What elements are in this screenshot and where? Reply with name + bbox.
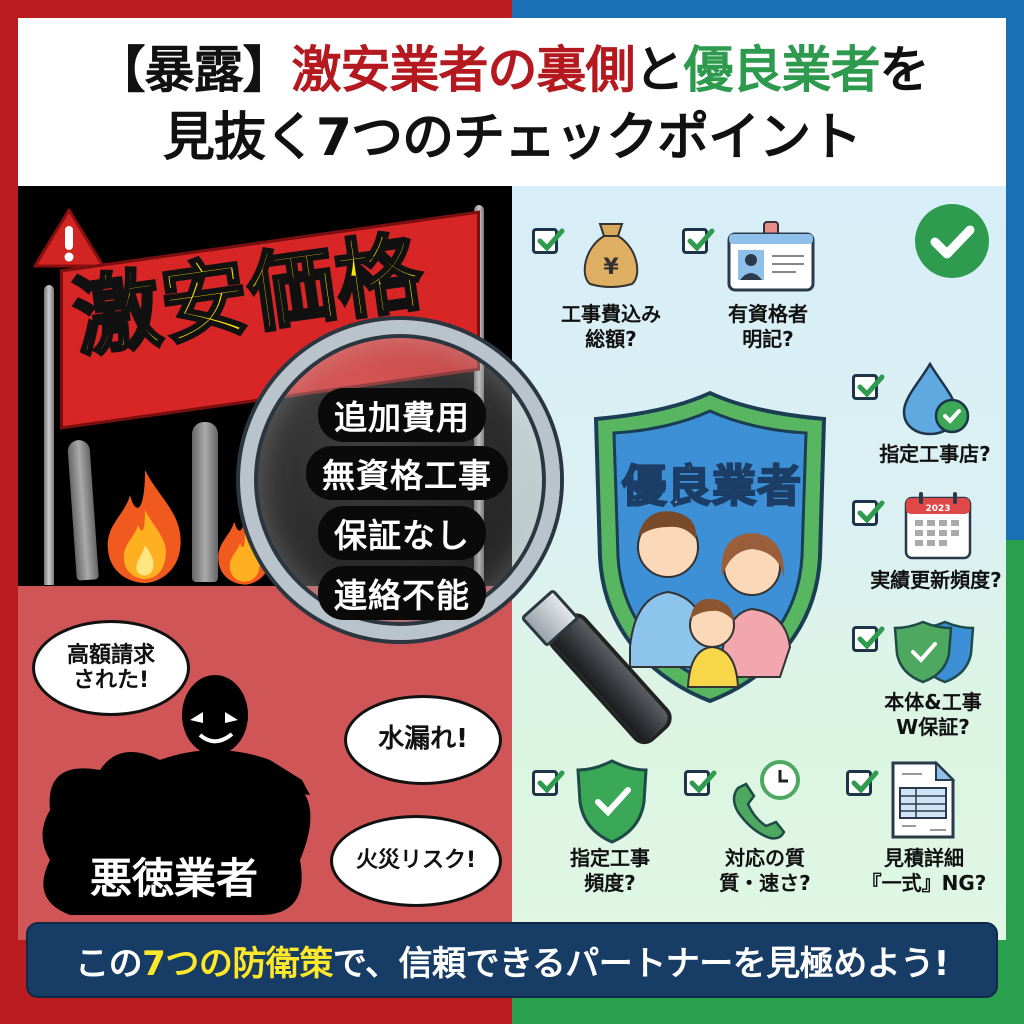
puppeteer-villain-silhouette [42,675,311,915]
checkbox-checked[interactable] [532,770,565,796]
speech-bubble-fire-risk: 火災リスク! [330,815,502,907]
double-shield-icon [893,620,975,684]
svg-text:2023: 2023 [925,504,950,514]
checkbox-checked[interactable] [852,500,885,526]
good-contractor-shield [593,390,827,704]
footer-suffix: で、信頼できるパートナーを見極めよう! [332,943,949,984]
pointing-hand-icon [192,422,218,582]
checkpoint-label: 有資格者明記? [728,302,808,351]
shield-check-icon [576,759,648,844]
estimate-document-icon [891,760,956,839]
speech-bubble-leak: 水漏れ! [344,695,502,785]
hidden-risk-pill: 保証なし [318,506,486,560]
checkpoint-label: 対応の質質・速さ? [719,846,811,895]
checkpoint-label: 工事費込み総額? [561,302,661,351]
checkbox-checked[interactable] [682,228,715,254]
hidden-risk-pill: 連絡不能 [318,566,486,620]
villain-label: 悪徳業者 [90,854,259,903]
title-tail: を [879,41,930,99]
speech-bubble-high-bill: 高額請求 された! [32,620,190,716]
title-connector: と [634,41,685,99]
shield-title: 優良業者 [621,460,802,513]
checkbox-checked[interactable] [532,228,565,254]
title-line-2: 見抜く7つのチェックポイント [162,108,862,168]
banner-pole-left [44,285,54,585]
id-badge-icon [727,221,815,292]
checkpoint-label: 指定工事店? [879,442,991,466]
water-drop-check-icon [902,362,970,436]
hidden-risk-pill: 無資格工事 [306,446,508,500]
svg-text:¥: ¥ [603,255,619,280]
title-red-part: 激安業者の裏側 [291,41,636,99]
checkbox-checked[interactable] [846,770,879,796]
footer-highlight: 7つの防衛策 [142,943,333,984]
title-panel: 【暴露】激安業者の裏側と優良業者を 見抜く7つのチェックポイント [18,18,1006,186]
footer-prefix: この [75,943,143,984]
warning-triangle-icon [32,206,106,274]
money-bag-yen-icon: ¥ [583,223,639,288]
calendar-icon: 2023 [904,492,972,560]
checkbox-checked[interactable] [852,374,885,400]
checkpoint-label: 指定工事頻度? [570,846,650,895]
hidden-risk-pill: 追加費用 [318,388,486,442]
checkbox-checked[interactable] [684,770,717,796]
title-green-part: 優良業者 [683,41,881,99]
check-circle-icon [915,204,989,278]
checkpoint-label: 実績更新頻度? [870,568,1002,592]
checkbox-checked[interactable] [852,626,885,652]
fire-icon [107,470,181,583]
title-line-1: 【暴露】激安業者の裏側と優良業者を [18,40,1006,100]
checkpoint-label: 見積詳細『一式』NG? [861,846,987,895]
title-bracket: 【暴露】 [95,41,293,99]
phone-clock-icon [732,760,800,840]
